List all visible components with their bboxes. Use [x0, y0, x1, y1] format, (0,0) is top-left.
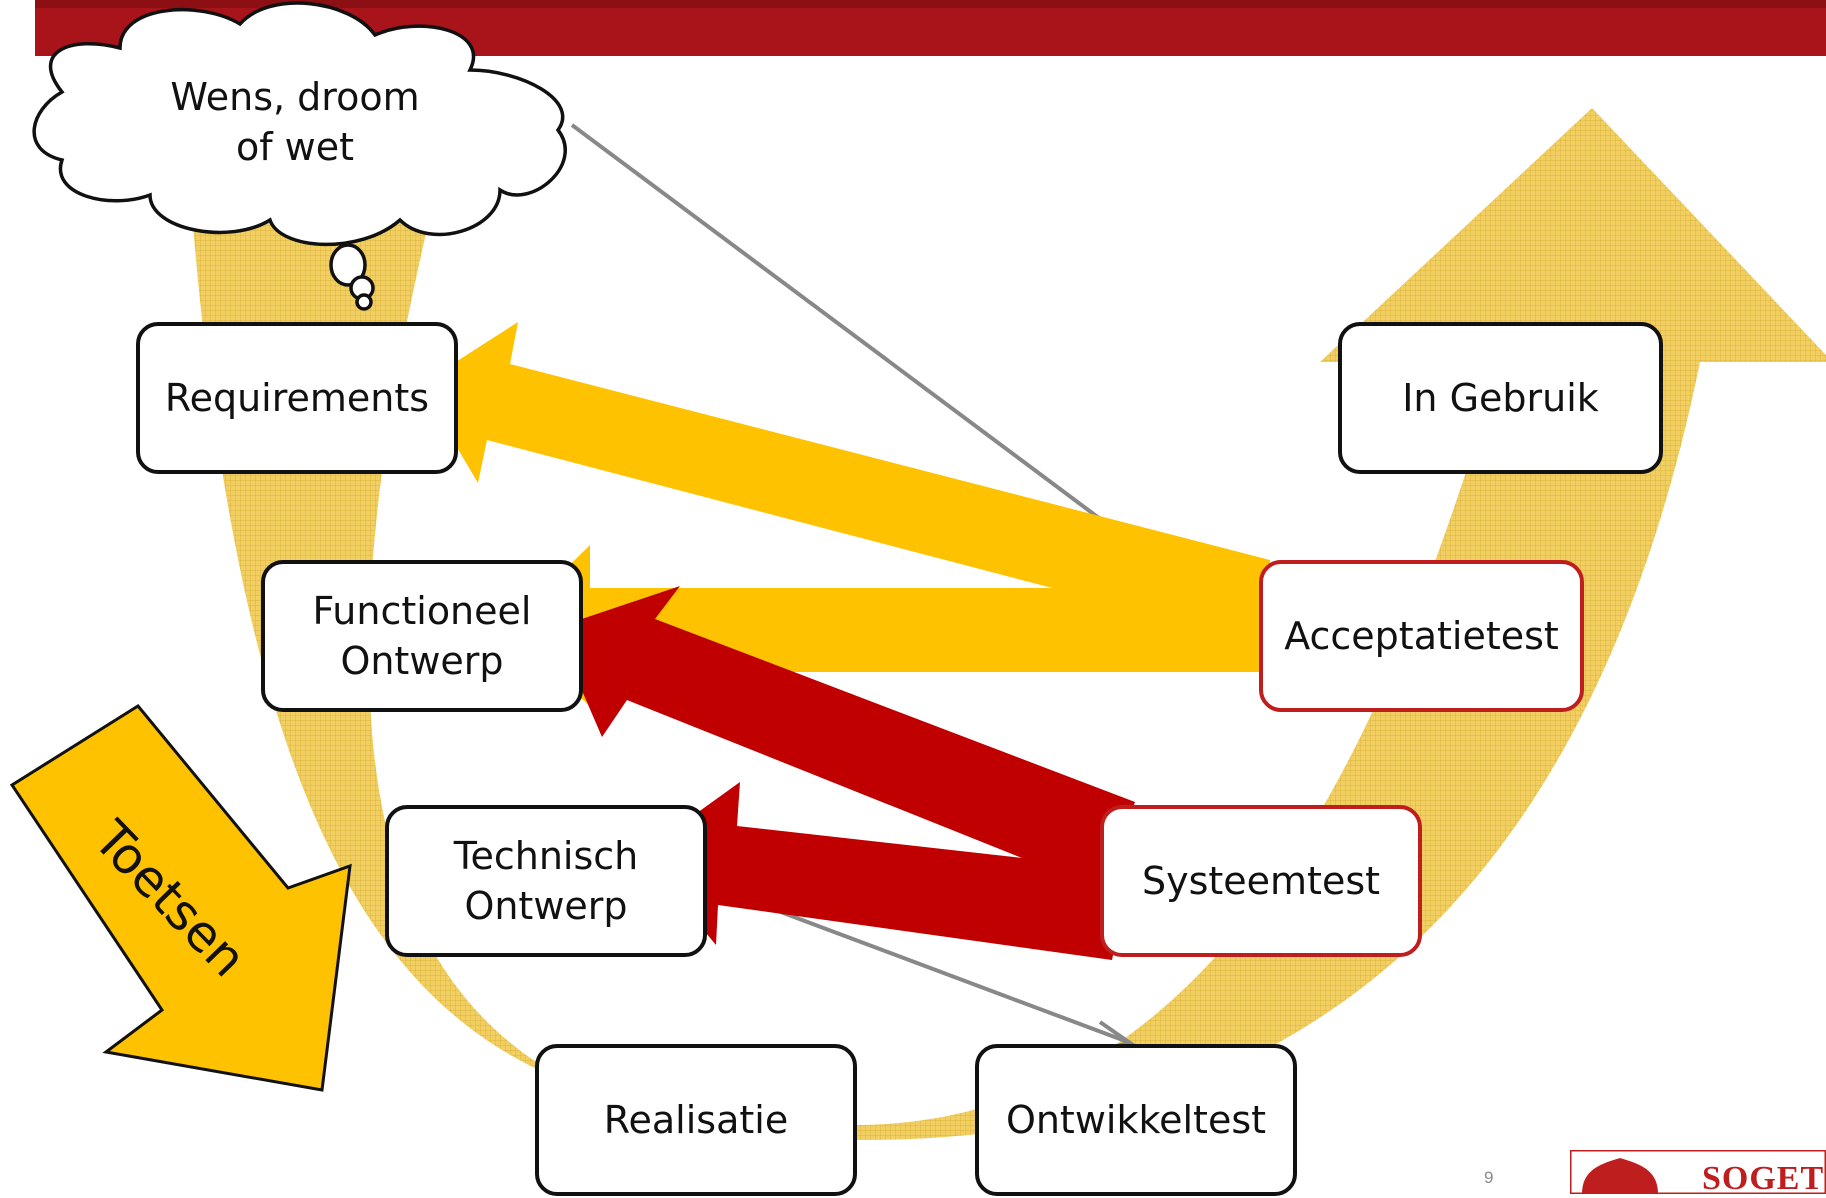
down-right-arrow-icon: [9, 704, 352, 1092]
red-arrows: [555, 586, 1135, 960]
phase-systeemtest-label: Systeemtest: [1141, 858, 1381, 903]
phase-ontwikkeltest-label: Ontwikkeltest: [1005, 1097, 1267, 1142]
connector-technisch-ontwikkeltest: [769, 906, 1129, 1044]
phase-requirements-label: Requirements: [164, 375, 430, 420]
arrow-systeem-technisch: [640, 782, 1130, 960]
phase-technisch-label: Technisch Ontwerp: [453, 833, 639, 928]
cloud-text: Wens, droom of wet: [170, 75, 420, 170]
page-number: 9: [1484, 1168, 1494, 1187]
sogeti-logo-icon: [1570, 1150, 1826, 1194]
phase-functioneel-ontwerp: Functioneel Ontwerp: [261, 560, 583, 712]
thought-cloud-icon: [32, 1, 567, 311]
brand-name: SOGETI: [1702, 1160, 1826, 1197]
phase-functioneel-label: Functioneel Ontwerp: [312, 588, 532, 683]
phase-requirements: Requirements: [136, 322, 458, 474]
phase-technisch-ontwerp: Technisch Ontwerp: [385, 805, 707, 957]
phase-realisatie-label: Realisatie: [603, 1097, 789, 1142]
arrow-systeem-functioneel: [555, 586, 1135, 890]
phase-realisatie: Realisatie: [535, 1044, 857, 1196]
arrow-acceptatie-requirements: [420, 322, 1270, 645]
phase-in-gebruik-label: In Gebruik: [1402, 375, 1599, 420]
phase-acceptatietest: Acceptatietest: [1259, 560, 1584, 712]
connector-cloud-acceptatie: [570, 123, 1117, 532]
phase-systeemtest: Systeemtest: [1100, 805, 1422, 957]
phase-acceptatietest-label: Acceptatietest: [1284, 613, 1559, 658]
phase-ontwikkeltest: Ontwikkeltest: [975, 1044, 1297, 1196]
phase-in-gebruik: In Gebruik: [1338, 322, 1663, 474]
